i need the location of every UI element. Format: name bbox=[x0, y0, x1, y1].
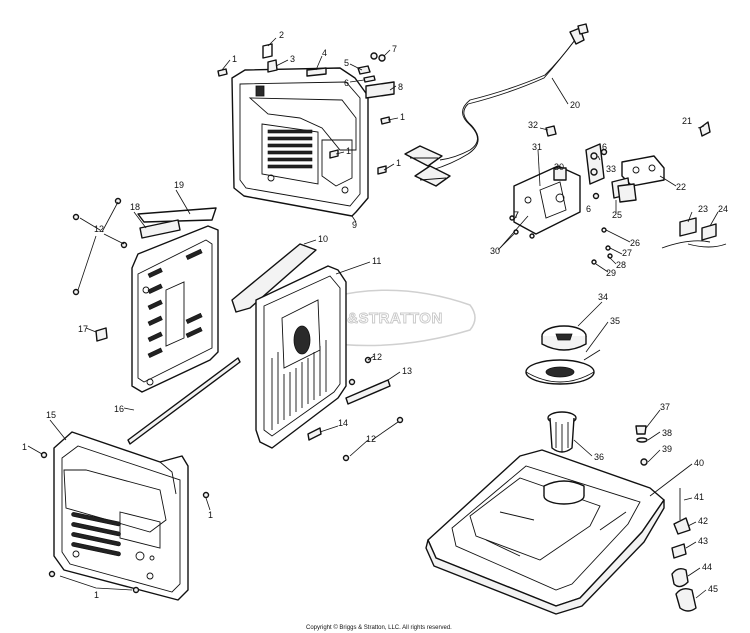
callout-1: 1 bbox=[208, 510, 213, 520]
fuel-tank-hardware bbox=[635, 425, 697, 612]
callout-12: 12 bbox=[372, 352, 382, 362]
front-frame-screws bbox=[40, 451, 210, 594]
callout-1: 1 bbox=[396, 158, 401, 168]
callout-24: 24 bbox=[718, 204, 728, 214]
callout-3: 3 bbox=[290, 54, 295, 64]
callout-4: 4 bbox=[322, 48, 327, 58]
left-panel-screws bbox=[72, 197, 128, 296]
leader-lines bbox=[27, 37, 719, 599]
callout-numbers: 1 2 3 4 5 6 7 8 1 1 1 9 10 11 20 19 18 1… bbox=[22, 30, 728, 600]
callout-39: 39 bbox=[662, 444, 672, 454]
callout-13: 13 bbox=[402, 366, 412, 376]
callout-23: 23 bbox=[698, 204, 708, 214]
callout-14: 14 bbox=[338, 418, 348, 428]
callout-41: 41 bbox=[694, 492, 704, 502]
callout-43: 43 bbox=[698, 536, 708, 546]
callout-1: 1 bbox=[232, 54, 237, 64]
callout-25: 25 bbox=[612, 210, 622, 220]
callout-26: 26 bbox=[630, 238, 640, 248]
callout-28: 28 bbox=[616, 260, 626, 270]
control-panel-assembly bbox=[509, 121, 727, 265]
callout-21: 21 bbox=[682, 116, 692, 126]
callout-20: 20 bbox=[570, 100, 580, 110]
fuel-tank bbox=[425, 449, 665, 615]
callout-5: 5 bbox=[344, 58, 349, 68]
fuel-gauge-ring bbox=[525, 349, 601, 385]
callout-6: 6 bbox=[586, 204, 591, 214]
battery-charging-cable bbox=[404, 23, 589, 187]
callout-12: 12 bbox=[366, 434, 376, 444]
left-side-panel bbox=[95, 207, 241, 445]
callout-15: 15 bbox=[46, 410, 56, 420]
callout-31: 31 bbox=[532, 142, 542, 152]
front-panel-vents bbox=[71, 512, 121, 557]
callout-2: 2 bbox=[279, 30, 284, 40]
callout-7: 7 bbox=[514, 210, 519, 220]
copyright-notice: Copyright © Briggs & Stratton, LLC. All … bbox=[306, 624, 452, 631]
callout-1: 1 bbox=[346, 146, 351, 156]
callout-7: 7 bbox=[392, 44, 397, 54]
callout-32: 32 bbox=[528, 120, 538, 130]
callout-1: 1 bbox=[22, 442, 27, 452]
callout-6: 6 bbox=[602, 142, 607, 152]
callout-33: 33 bbox=[606, 164, 616, 174]
front-panel-frame bbox=[53, 431, 189, 601]
callout-17: 17 bbox=[78, 324, 88, 334]
callout-1: 1 bbox=[400, 112, 405, 122]
callout-38: 38 bbox=[662, 428, 672, 438]
callout-16: 16 bbox=[114, 404, 124, 414]
callout-35: 35 bbox=[610, 316, 620, 326]
callout-40: 40 bbox=[694, 458, 704, 468]
top-panel-hardware bbox=[217, 43, 395, 175]
callout-34: 34 bbox=[598, 292, 608, 302]
callout-18: 18 bbox=[130, 202, 140, 212]
callout-8: 8 bbox=[398, 82, 403, 92]
callout-45: 45 bbox=[708, 584, 718, 594]
callout-30: 30 bbox=[554, 162, 564, 172]
callout-12: 12 bbox=[94, 224, 104, 234]
left-panel-vents bbox=[147, 248, 203, 359]
callout-6: 6 bbox=[344, 78, 349, 88]
center-panel-screws bbox=[342, 356, 404, 462]
callout-22: 22 bbox=[676, 182, 686, 192]
callout-19: 19 bbox=[174, 180, 184, 190]
center-side-panel bbox=[231, 243, 391, 449]
top-panel-vents bbox=[267, 129, 313, 169]
callout-44: 44 bbox=[702, 562, 712, 572]
callout-37: 37 bbox=[660, 402, 670, 412]
callout-27: 27 bbox=[622, 248, 632, 258]
callout-10: 10 bbox=[318, 234, 328, 244]
center-panel-vents bbox=[271, 340, 327, 430]
callout-11: 11 bbox=[372, 256, 381, 266]
top-side-panel bbox=[231, 67, 369, 217]
callout-1: 1 bbox=[94, 590, 99, 600]
callout-42: 42 bbox=[698, 516, 708, 526]
callout-36: 36 bbox=[594, 452, 604, 462]
fuel-strainer bbox=[547, 411, 577, 453]
fuel-cap bbox=[541, 325, 587, 351]
callout-9: 9 bbox=[352, 220, 357, 230]
callout-29: 29 bbox=[606, 268, 616, 278]
callout-30: 30 bbox=[490, 246, 500, 256]
